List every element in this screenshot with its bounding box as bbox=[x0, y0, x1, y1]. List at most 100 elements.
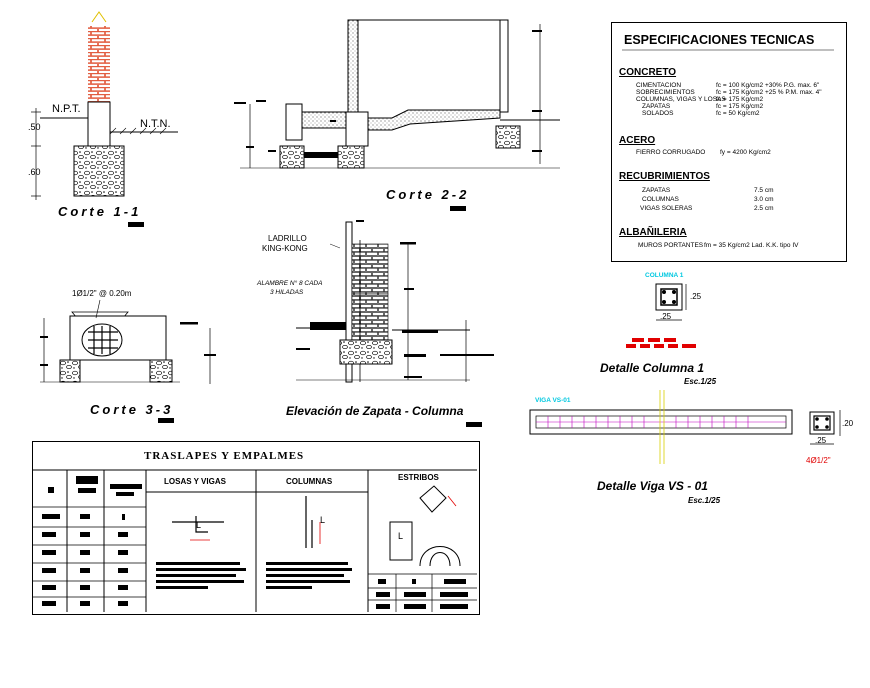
note-bar bbox=[266, 580, 350, 583]
dim-label: .50 bbox=[28, 122, 41, 132]
viga-title: Detalle Viga VS - 01 bbox=[597, 479, 708, 493]
note-bar bbox=[156, 562, 240, 565]
table-cell-bar bbox=[80, 568, 90, 573]
table-cell-bar bbox=[42, 532, 56, 537]
viga-scale: Esc.1/25 bbox=[688, 496, 721, 505]
recub-row-value: 3.0 cm bbox=[754, 196, 774, 203]
note-bar bbox=[156, 580, 244, 583]
concreto-row-label: COLUMNAS, VIGAS Y LOSAS bbox=[636, 96, 726, 103]
dim-label: .60 bbox=[28, 167, 41, 177]
splice-length-mark: L bbox=[398, 531, 404, 541]
recub-row-label: ZAPATAS bbox=[642, 187, 671, 194]
concreto-row-value: fc = 175 Kg/cm2 bbox=[716, 96, 764, 103]
traslapes-title: TRASLAPES Y EMPALMES bbox=[144, 450, 305, 462]
ntn-label: N.T.N. bbox=[140, 118, 171, 130]
acero-heading: ACERO bbox=[619, 135, 656, 146]
brick-label: KING-KONG bbox=[262, 244, 308, 253]
table-cell-bar bbox=[118, 568, 128, 573]
table-cell-bar bbox=[42, 601, 56, 606]
recub-row-value: 7.5 cm bbox=[754, 187, 774, 194]
specs-title: ESPECIFICACIONES TECNICAS bbox=[624, 33, 815, 47]
note-bar bbox=[266, 586, 312, 589]
concreto-row-value: fc = 50 Kg/cm2 bbox=[716, 110, 760, 117]
traslapes-table-grid bbox=[33, 469, 477, 612]
table-cell-bar bbox=[78, 488, 96, 493]
table-cell-bar bbox=[80, 585, 90, 590]
columna-1-scale: Esc.1/25 bbox=[684, 377, 717, 386]
albanileria-value: fm = 35 Kg/cm2 Lad. K.K. tipo IV bbox=[704, 242, 799, 249]
table-cell-bar bbox=[118, 550, 128, 555]
table-cell-bar bbox=[118, 585, 128, 590]
splice-sketches bbox=[172, 485, 461, 567]
table-cell-bar bbox=[378, 579, 386, 584]
table-cell-bar bbox=[42, 585, 56, 590]
viga-tag: VIGA VS-01 bbox=[535, 397, 571, 404]
wire-label: ALAMBRE N° 8 CADA bbox=[257, 280, 323, 287]
wire-label: 3 HILADAS bbox=[270, 289, 304, 296]
scale-bar bbox=[158, 418, 174, 423]
table-cell-bar bbox=[80, 550, 90, 555]
table-cell-bar bbox=[116, 492, 134, 496]
corte-1-1-drawing bbox=[31, 11, 178, 200]
note-bar bbox=[156, 574, 236, 577]
table-cell-bar bbox=[412, 579, 416, 584]
dim-label: .25 bbox=[690, 292, 702, 301]
corte-3-3-drawing bbox=[40, 299, 211, 384]
col-losas-vigas: LOSAS Y VIGAS bbox=[164, 477, 226, 486]
corte-1-1-title: Corte 1-1 bbox=[58, 204, 142, 219]
concreto-row-label: ZAPATAS bbox=[642, 103, 671, 110]
elevacion-zapata-columna-drawing bbox=[296, 221, 470, 383]
concreto-row-label: CIMENTACION bbox=[636, 82, 682, 89]
note-bar bbox=[266, 562, 348, 565]
detalle-viga-vs01-drawing bbox=[529, 390, 841, 464]
recub-row-value: 2.5 cm bbox=[754, 205, 774, 212]
table-cell-bar bbox=[76, 476, 98, 484]
corte-2-2-drawing bbox=[240, 19, 560, 169]
corte-3-3-title: Corte 3-3 bbox=[90, 402, 174, 417]
table-cell-bar bbox=[80, 601, 90, 606]
note-bar bbox=[156, 586, 208, 589]
concreto-row-value: fc = 100 Kg/cm2 +30% P.G. max. 6" bbox=[716, 82, 820, 89]
traslapes-table bbox=[32, 441, 480, 615]
table-cell-bar bbox=[404, 592, 426, 597]
note-bar bbox=[266, 568, 352, 571]
recub-row-label: COLUMNAS bbox=[642, 196, 679, 203]
especificaciones-box bbox=[611, 22, 847, 262]
table-cell-bar bbox=[110, 484, 142, 489]
corte-2-2-title: Corte 2-2 bbox=[386, 187, 470, 202]
concreto-row-value: fc = 175 Kg/cm2 +25 % P.M. max. 4" bbox=[716, 89, 822, 96]
viga-rebar-label: 4Ø1/2" bbox=[806, 456, 831, 465]
detalle-columna-1-drawing bbox=[626, 283, 696, 348]
table-cell-bar bbox=[118, 532, 128, 537]
table-cell-bar bbox=[404, 604, 426, 609]
columna-1-tag: COLUMNA 1 bbox=[645, 272, 684, 279]
albanileria-heading: ALBAÑILERIA bbox=[619, 227, 687, 238]
columna-1-title: Detalle Columna 1 bbox=[600, 361, 705, 375]
table-cell-bar bbox=[122, 514, 125, 520]
brick-label: LADRILLO bbox=[268, 234, 307, 243]
dim-label: .20 bbox=[842, 419, 854, 428]
recub-row-label: VIGAS SOLERAS bbox=[640, 205, 693, 212]
npt-label: N.P.T. bbox=[52, 103, 81, 115]
concreto-row-label: SOLADOS bbox=[642, 110, 674, 117]
table-cell-bar bbox=[440, 604, 468, 609]
rebar-label: 1Ø1/2" @ 0.20m bbox=[72, 289, 132, 298]
col-columnas: COLUMNAS bbox=[286, 477, 333, 486]
splice-length-mark: L bbox=[196, 520, 202, 530]
albanileria-label: MUROS PORTANTES bbox=[638, 242, 704, 249]
concreto-row-label: SOBRECIMIENTOS bbox=[636, 89, 695, 96]
scale-bar bbox=[128, 222, 144, 227]
table-cell-bar bbox=[444, 579, 466, 584]
concreto-row-value: fc = 175 Kg/cm2 bbox=[716, 103, 764, 110]
dim-label: .25 bbox=[660, 312, 672, 321]
table-cell-bar bbox=[376, 592, 390, 597]
table-cell-bar bbox=[118, 601, 128, 606]
scale-bar bbox=[466, 422, 482, 427]
table-cell-bar bbox=[440, 592, 468, 597]
col-estribos: ESTRIBOS bbox=[398, 473, 439, 482]
acero-value: fy = 4200 Kg/cm2 bbox=[720, 149, 771, 156]
recubrimientos-heading: RECUBRIMIENTOS bbox=[619, 171, 710, 182]
table-cell-bar bbox=[376, 604, 390, 609]
table-cell-bar bbox=[42, 568, 56, 573]
